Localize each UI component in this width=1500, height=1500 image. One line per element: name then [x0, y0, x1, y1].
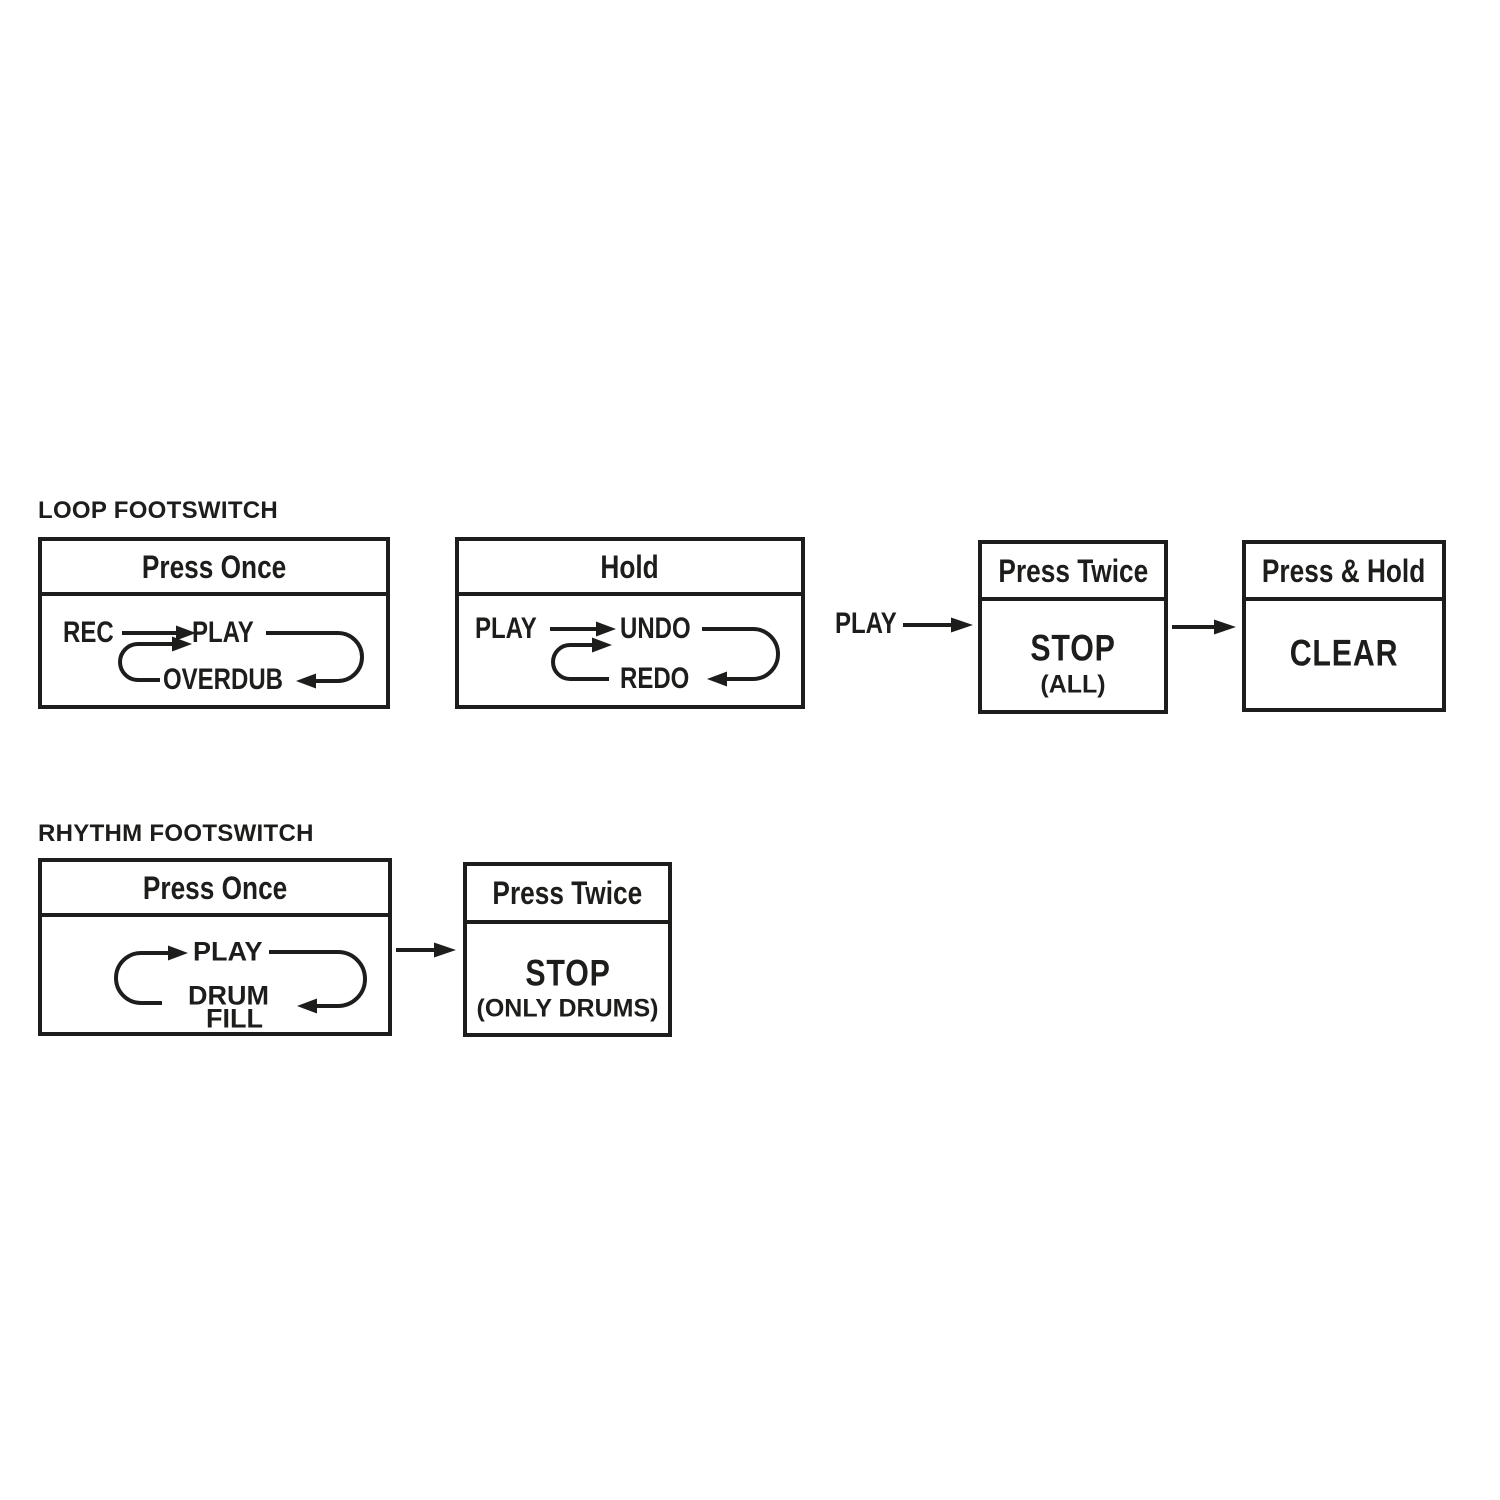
overdub-node: OVERDUB [163, 663, 284, 696]
loop-hold-body: PLAY UNDO REDO [459, 596, 801, 705]
play-to-press-twice-arrow [903, 617, 973, 633]
loop-press-once-body: REC PLAY OVERDUB [42, 596, 386, 705]
drumfill-to-play-arrow-line [114, 951, 170, 1005]
stop-drums-action: STOP [524, 952, 611, 994]
rhythm-press-twice-box: Press Twice STOP (ONLY DRUMS) [463, 862, 672, 1037]
loop-section-label: LOOP FOOTSWITCH [38, 497, 279, 524]
rhythm-press-once-header: Press Once [42, 862, 388, 917]
play-to-overdub-arrow-head [296, 673, 316, 689]
loop-press-twice-body: STOP (ALL) [982, 601, 1164, 710]
loop-press-once-box: Press Once REC PLAY OVERDUB [38, 537, 390, 709]
rhythm-press-twice-header-label: Press Twice [492, 875, 643, 911]
rhythm-press-once-header-label: Press Once [142, 869, 288, 906]
redo-node: REDO [620, 662, 690, 695]
hold-play-node: PLAY [475, 612, 537, 645]
clear-action: CLEAR [1289, 632, 1399, 674]
drumfill-to-play-arrow-head [168, 945, 188, 961]
undo-to-redo-arrow-head [707, 671, 727, 687]
rec-to-play-arrow-head [176, 625, 196, 641]
loop-press-hold-header: Press & Hold [1246, 544, 1442, 601]
fill-node: FILL [206, 1003, 263, 1034]
play-to-drumfill-arrow-head [297, 998, 317, 1014]
redo-to-undo-arrow-head [592, 637, 612, 653]
play-to-undo-arrow-head [596, 621, 616, 637]
press-twice-to-press-hold-arrow-head [1214, 619, 1236, 635]
loop-press-hold-box: Press & Hold CLEAR [1242, 540, 1446, 712]
rhythm-press-twice-body: STOP (ONLY DRUMS) [467, 924, 668, 1033]
only-drums-qualifier: (ONLY DRUMS) [476, 994, 659, 1023]
play-connector-label: PLAY [835, 607, 897, 640]
all-qualifier: (ALL) [1040, 670, 1106, 699]
drum-node: DRUM [188, 980, 269, 1011]
stop-all-action: STOP [1030, 627, 1116, 669]
rhythm-section-label: RHYTHM FOOTSWITCH [38, 820, 314, 847]
loop-hold-box: Hold PLAY UNDO REDO [455, 537, 805, 709]
loop-press-once-header-label: Press Once [141, 548, 287, 585]
undo-node: UNDO [620, 612, 691, 645]
rhythm-once-to-twice-arrow-head [434, 942, 456, 958]
rhythm-press-once-arrows [114, 945, 367, 1014]
play-to-overdub-arrow-line [266, 631, 364, 683]
loop-hold-arrows [550, 621, 780, 687]
loop-press-hold-body: CLEAR [1246, 601, 1442, 708]
undo-to-redo-arrow-line [702, 627, 780, 681]
rec-node: REC [63, 616, 114, 649]
rhythm-press-once-box: Press Once PLAY DRUM FILL [38, 858, 392, 1036]
play-to-press-twice-arrow-head [951, 617, 973, 633]
redo-to-undo-arrow-line [551, 643, 609, 681]
overdub-to-play-arrow-head [172, 636, 192, 652]
loop-hold-header: Hold [459, 541, 801, 596]
rhythm-once-to-twice-arrow [396, 942, 456, 958]
overdub-to-play-arrow-line [118, 642, 174, 682]
loop-press-once-arrows [118, 625, 364, 689]
rhythm-press-once-body: PLAY DRUM FILL [42, 917, 388, 1032]
rhythm-play-node: PLAY [193, 936, 263, 967]
loop-hold-header-label: Hold [600, 548, 660, 585]
rhythm-press-twice-header: Press Twice [467, 866, 668, 924]
play-node: PLAY [192, 616, 254, 649]
loop-press-twice-header-label: Press Twice [998, 552, 1148, 589]
press-twice-to-press-hold-arrow [1172, 619, 1236, 635]
loop-press-hold-header-label: Press & Hold [1262, 552, 1426, 589]
loop-press-once-header: Press Once [42, 541, 386, 596]
loop-press-twice-box: Press Twice STOP (ALL) [978, 540, 1168, 714]
loop-press-twice-header: Press Twice [982, 544, 1164, 601]
play-to-drumfill-arrow-line [269, 950, 367, 1008]
